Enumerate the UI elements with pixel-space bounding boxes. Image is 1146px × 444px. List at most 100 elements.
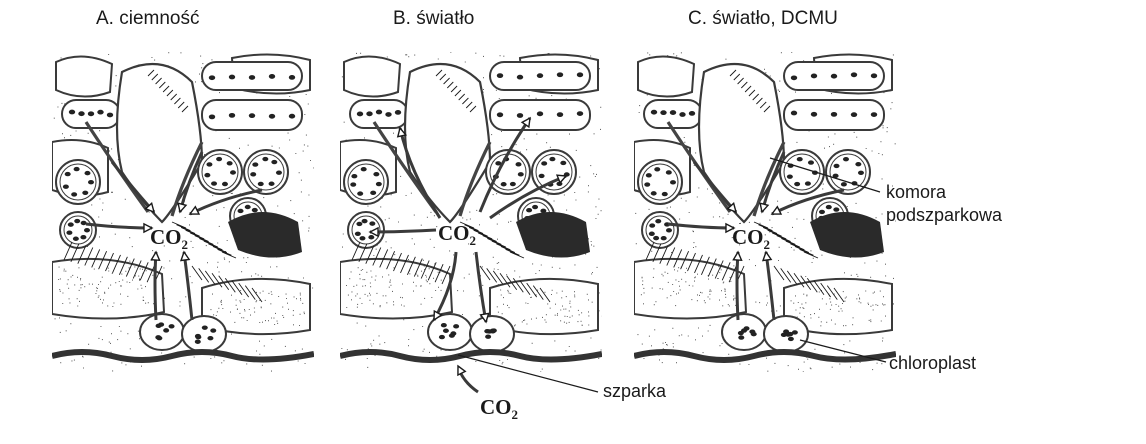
chloroplast-icon bbox=[350, 182, 357, 187]
chloroplast-icon bbox=[216, 156, 223, 162]
chloroplast-icon bbox=[536, 111, 544, 117]
arrow-head-icon bbox=[520, 116, 531, 129]
chloroplast-icon bbox=[252, 162, 259, 167]
chloroplast-icon bbox=[496, 112, 504, 118]
chloroplast-icon bbox=[368, 235, 375, 240]
chloroplast-icon bbox=[106, 112, 114, 118]
vein-line bbox=[458, 141, 492, 217]
chloroplast-icon bbox=[440, 323, 447, 328]
leader-line-chamber bbox=[769, 157, 881, 193]
chloroplast-icon bbox=[650, 109, 658, 115]
chloroplast-icon bbox=[576, 72, 584, 78]
chloroplast-icon bbox=[790, 75, 798, 81]
hatching bbox=[63, 241, 163, 285]
chloroplast-icon bbox=[356, 111, 364, 117]
arrow-head-icon bbox=[457, 364, 467, 377]
chloroplast-icon bbox=[556, 72, 564, 78]
arrow-head-icon bbox=[396, 126, 408, 138]
chloroplast-icon bbox=[665, 170, 672, 175]
chloroplast-icon bbox=[804, 181, 811, 186]
palisade-cell bbox=[783, 99, 885, 131]
chloroplast-icon bbox=[67, 222, 74, 227]
chloroplast-icon bbox=[78, 111, 85, 117]
mesophyll-cell bbox=[825, 149, 871, 195]
chloroplast-icon bbox=[228, 74, 236, 80]
chloroplast-icon bbox=[207, 335, 214, 341]
chloroplast-icon bbox=[72, 236, 79, 241]
vein-line bbox=[752, 141, 786, 217]
mesophyll-cell bbox=[59, 211, 97, 249]
chloroplast-icon bbox=[665, 228, 672, 233]
palisade-cell bbox=[201, 61, 303, 91]
hatching bbox=[729, 69, 771, 113]
chloroplast-icon bbox=[649, 223, 656, 228]
hatching bbox=[459, 221, 525, 259]
chloroplast-icon bbox=[195, 334, 202, 340]
chloroplast-icon bbox=[229, 170, 236, 175]
chloroplast-icon bbox=[509, 181, 516, 187]
chloroplast-icon bbox=[810, 111, 818, 117]
chloroplast-icon bbox=[97, 109, 104, 115]
chloroplast-icon bbox=[484, 328, 491, 334]
chloroplast-icon bbox=[74, 218, 81, 224]
chloroplast-icon bbox=[538, 173, 545, 179]
chloroplast-icon bbox=[750, 331, 757, 337]
chloroplast-icon bbox=[526, 208, 533, 213]
chloroplast-icon bbox=[560, 160, 567, 166]
diffusion-arrow bbox=[398, 127, 442, 219]
chloroplast-icon bbox=[855, 161, 862, 167]
chloroplast-icon bbox=[842, 156, 849, 162]
co2-label: CO2 bbox=[732, 225, 770, 252]
hatching bbox=[479, 265, 551, 303]
chloroplast-icon bbox=[661, 191, 668, 197]
chloroplast-icon bbox=[818, 209, 825, 215]
chloroplast-icon bbox=[64, 171, 71, 177]
chloroplast-icon bbox=[825, 204, 832, 210]
chloroplast-icon bbox=[248, 113, 256, 119]
chloroplast-icon bbox=[66, 230, 73, 235]
chloroplast-icon bbox=[832, 173, 839, 179]
chloroplast-icon bbox=[158, 322, 165, 327]
chloroplast-icon bbox=[442, 328, 449, 333]
arrow-head-icon bbox=[555, 174, 568, 185]
chloroplast-icon bbox=[82, 190, 89, 195]
chloroplast-icon bbox=[373, 171, 380, 177]
leaf-tissue: CO2 bbox=[340, 52, 602, 372]
chloroplast-icon bbox=[268, 113, 276, 119]
leaf-cross-section-dark: CO2 bbox=[52, 52, 314, 372]
arrow-head-icon bbox=[770, 205, 783, 215]
shadow-region bbox=[516, 212, 590, 258]
chloroplast-icon bbox=[354, 231, 361, 236]
chloroplast-icon bbox=[515, 162, 522, 167]
chloroplast-icon bbox=[496, 73, 504, 79]
arrow-head-icon bbox=[479, 312, 490, 324]
mesophyll-cell bbox=[197, 149, 243, 195]
arrow-head-icon bbox=[726, 202, 738, 214]
chloroplast-icon bbox=[660, 110, 667, 116]
chloroplast-icon bbox=[850, 112, 858, 118]
chloroplast-icon bbox=[394, 109, 402, 115]
chloroplast-icon bbox=[785, 332, 792, 337]
chloroplast-icon bbox=[221, 181, 228, 187]
chloroplast-icon bbox=[83, 228, 90, 233]
chloroplast-icon bbox=[653, 235, 660, 241]
chloroplast-icon bbox=[556, 112, 564, 118]
arrow-head-icon bbox=[150, 250, 161, 262]
chloroplast-icon bbox=[576, 111, 584, 117]
chloroplast-icon bbox=[679, 112, 686, 117]
chloroplast-icon bbox=[375, 181, 382, 187]
chloroplast-icon bbox=[369, 221, 376, 226]
chloroplast-icon bbox=[62, 184, 69, 189]
palisade-cell bbox=[201, 99, 303, 131]
guard-cells bbox=[139, 313, 227, 353]
chloroplast-icon bbox=[516, 74, 524, 80]
chloroplast-icon bbox=[517, 172, 524, 177]
chloroplast-icon bbox=[210, 328, 217, 333]
chloroplast-icon bbox=[68, 109, 76, 115]
chloroplast-icon bbox=[208, 114, 216, 120]
chloroplast-icon bbox=[654, 167, 661, 172]
arrow-head-icon bbox=[188, 205, 201, 215]
chloroplast-icon bbox=[163, 328, 170, 333]
hatching bbox=[645, 241, 745, 285]
